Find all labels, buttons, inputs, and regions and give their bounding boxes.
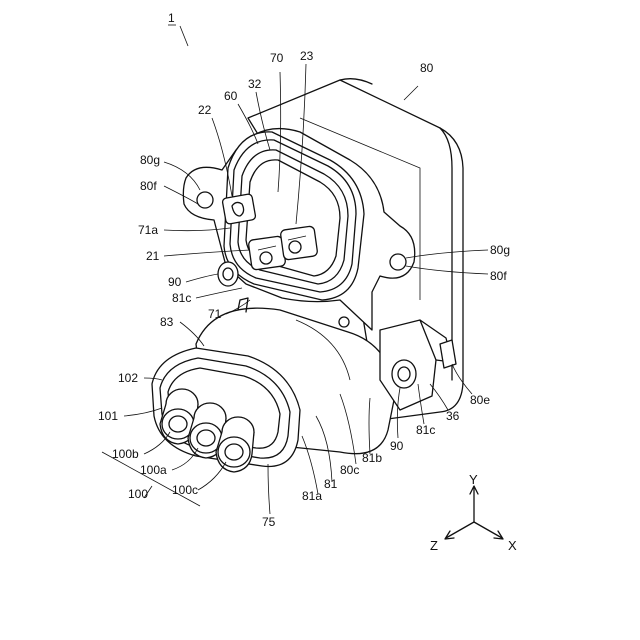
label-60: 60 — [224, 89, 238, 103]
label-101: 101 — [98, 409, 118, 423]
label-100a: 100a — [140, 463, 167, 477]
mounting-hole-left — [197, 192, 213, 208]
socket-21-left — [248, 236, 286, 270]
label-21: 21 — [146, 249, 160, 263]
label-80e: 80e — [470, 393, 490, 407]
mounting-hole-right — [390, 254, 406, 270]
label-80: 80 — [420, 61, 434, 75]
label-80g-left: 80g — [140, 153, 160, 167]
label-81b: 81b — [362, 451, 382, 465]
label-90-right: 90 — [390, 439, 404, 453]
small-hole — [339, 317, 349, 327]
label-100b: 100b — [112, 447, 139, 461]
label-71: 71 — [208, 307, 222, 321]
label-81c-right: 81c — [416, 423, 435, 437]
label-90-left: 90 — [168, 275, 182, 289]
label-70: 70 — [270, 51, 284, 65]
label-80c: 80c — [340, 463, 359, 477]
bolt-90-left — [218, 262, 238, 286]
label-1: 1 — [168, 11, 175, 25]
axis-label-z: Z — [430, 538, 438, 553]
axis-label-y: Y — [469, 472, 478, 487]
axis-label-x: X — [508, 538, 517, 553]
label-80f-right: 80f — [490, 269, 507, 283]
label-81a: 81a — [302, 489, 322, 503]
label-71a: 71a — [138, 223, 158, 237]
label-22: 22 — [198, 103, 212, 117]
label-100: 100 — [128, 487, 148, 501]
axis-triad — [445, 486, 503, 539]
label-36: 36 — [446, 409, 460, 423]
label-23: 23 — [300, 49, 314, 63]
label-81: 81 — [324, 477, 338, 491]
label-80f-left: 80f — [140, 179, 157, 193]
label-75: 75 — [262, 515, 276, 529]
label-100c: 100c — [172, 483, 198, 497]
label-81c-left: 81c — [172, 291, 191, 305]
label-32: 32 — [248, 77, 262, 91]
label-83: 83 — [160, 315, 174, 329]
bolt-90-right — [392, 360, 416, 388]
label-102: 102 — [118, 371, 138, 385]
label-80g-right: 80g — [490, 243, 510, 257]
socket-22 — [222, 194, 256, 225]
